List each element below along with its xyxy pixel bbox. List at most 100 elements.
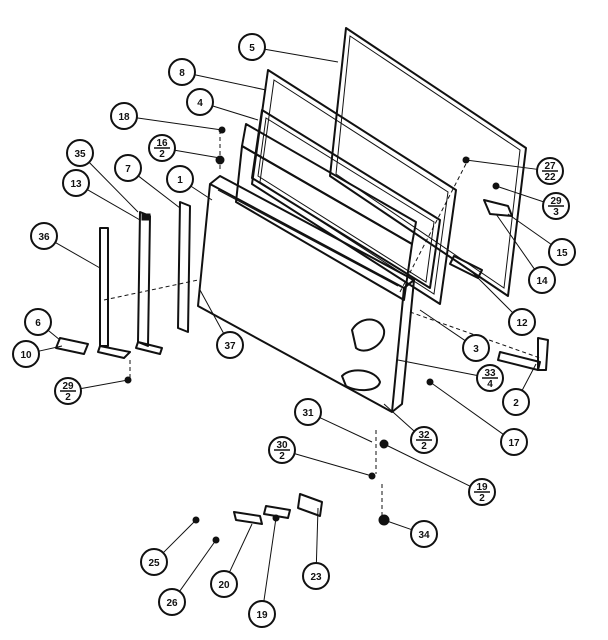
callout-number: 16: [156, 138, 168, 149]
leader-line: [383, 403, 415, 432]
callout-circle: [502, 388, 530, 416]
callout-number: 14: [536, 276, 548, 287]
callout-c20: 20: [210, 523, 253, 598]
callout-c37: 37: [199, 289, 244, 359]
leader-line: [87, 189, 141, 221]
callout-number: 12: [516, 318, 528, 329]
callout-c8: 8: [168, 58, 267, 91]
callout-c26: 26: [158, 539, 217, 616]
callout-number: 30: [276, 440, 288, 451]
callout-circle: [238, 33, 266, 61]
callout-circle: [210, 570, 238, 598]
callout-number: 3: [473, 344, 479, 355]
callout-c12: 12: [471, 271, 536, 336]
inner-panel: [235, 123, 417, 301]
callout-circle: [500, 428, 528, 456]
leader-line: [319, 417, 373, 443]
part-4-gasket: [251, 109, 441, 289]
part-13-bracket: [135, 211, 163, 355]
callout-number: 36: [38, 232, 50, 243]
leader-line: [88, 161, 139, 213]
callout-circle: [410, 520, 438, 548]
callout-c31: 31: [294, 398, 373, 443]
callout-circle: [24, 308, 52, 336]
leader-line: [136, 117, 223, 131]
leader-line: [38, 345, 63, 352]
callout-c10: 10: [12, 340, 63, 368]
callout-quantity: 2: [65, 392, 71, 403]
callout-number: 29: [62, 381, 74, 392]
callout-c36: 36: [30, 222, 101, 269]
callout-number: 8: [179, 68, 185, 79]
part-2-hinge-bracket: [497, 337, 549, 371]
callout-number: 31: [302, 408, 314, 419]
callout-c13: 13: [62, 169, 141, 221]
callout-number: 19: [256, 610, 268, 621]
leader-line: [264, 48, 339, 63]
leader-line: [137, 175, 181, 209]
part-23-hinge-plate: [297, 493, 323, 517]
callout-c34: 34: [383, 519, 438, 548]
leader-line: [194, 74, 267, 91]
callout-number: 18: [118, 112, 130, 123]
leader-line: [419, 309, 466, 342]
callout-circle: [528, 266, 556, 294]
callout-number: 27: [544, 161, 556, 172]
leader-line: [507, 213, 552, 245]
callout-circle: [114, 154, 142, 182]
leader-line: [199, 289, 225, 334]
leader-line: [162, 519, 197, 554]
callout-circle: [548, 238, 576, 266]
callout-quantity: 2: [159, 149, 165, 160]
leader-line: [521, 363, 537, 391]
callout-circle: [168, 58, 196, 86]
callout-number: 4: [197, 98, 203, 109]
callout-number: 13: [70, 179, 82, 190]
leader-line: [315, 507, 319, 564]
callout-c1: 1: [166, 165, 213, 201]
callout-c5: 5: [238, 33, 339, 63]
callout-circle: [66, 139, 94, 167]
callout-quantity: 22: [544, 172, 556, 183]
leader-line: [397, 359, 478, 376]
leader-line: [174, 149, 221, 159]
callout-circle: [140, 548, 168, 576]
callout-circle: [30, 222, 58, 250]
callout-c3: 3: [419, 309, 490, 362]
leader-line: [465, 159, 538, 170]
callout-c32: 322: [383, 403, 438, 454]
callout-circle: [216, 331, 244, 359]
callout-c35: 35: [66, 139, 139, 213]
part-6-clip: [55, 337, 89, 355]
callout-number: 5: [249, 43, 255, 54]
callout-number: 29: [550, 196, 562, 207]
alignment-lines: [103, 130, 541, 518]
callout-circle: [294, 398, 322, 426]
callout-circle: [302, 562, 330, 590]
leader-line: [471, 271, 514, 314]
callout-c17: 17: [429, 381, 528, 456]
callout-c33: 334: [397, 359, 504, 392]
callout-number: 19: [476, 482, 488, 493]
leader-line: [263, 517, 277, 602]
callout-circle: [110, 102, 138, 130]
callout-c6: 6: [24, 308, 61, 341]
callout-c2: 2: [502, 363, 537, 416]
callout-number: 2: [513, 398, 519, 409]
leader-line: [212, 105, 259, 121]
callout-c14: 14: [495, 213, 556, 294]
callout-c29a: 292: [54, 377, 129, 405]
callout-c7: 7: [114, 154, 181, 209]
leader-line: [47, 329, 61, 341]
callout-circle: [248, 600, 276, 628]
callout-circle: [186, 88, 214, 116]
callout-layer: 5841816235711336610292372722293151412333…: [12, 33, 576, 628]
part-7-strip: [177, 201, 191, 333]
callout-c15: 15: [507, 213, 576, 266]
callout-number: 15: [556, 248, 568, 259]
callout-number: 10: [20, 350, 32, 361]
callout-circle: [508, 308, 536, 336]
callout-number: 23: [310, 572, 322, 583]
